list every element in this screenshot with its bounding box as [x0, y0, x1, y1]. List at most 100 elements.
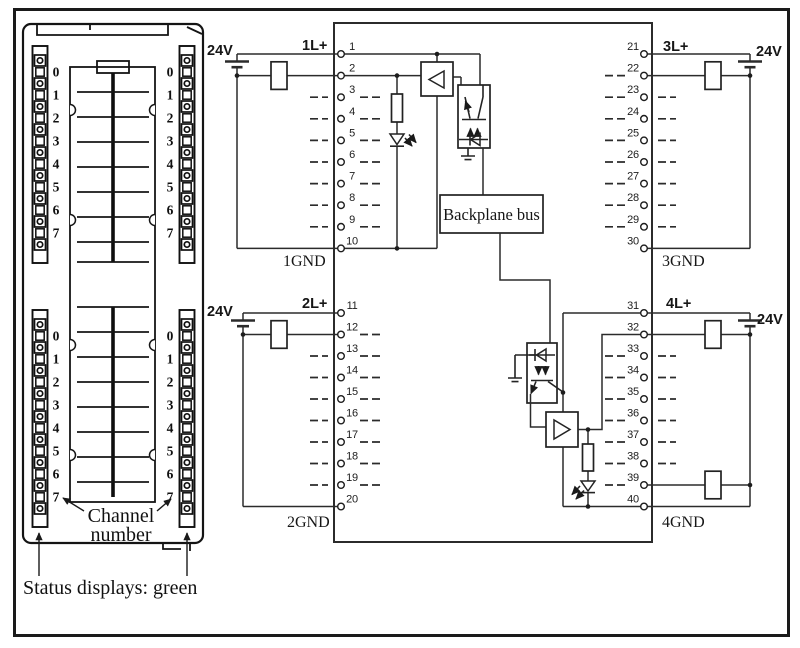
screw-hole-icon [36, 102, 44, 111]
terminal-number: 12 [346, 322, 358, 334]
channel-digit: 1 [53, 88, 60, 103]
channel-digit: 2 [167, 375, 174, 390]
channel-number-caption-line1: Channel [88, 505, 155, 527]
ground-lead [514, 354, 535, 378]
status-led-window [182, 354, 192, 364]
terminal-circle [640, 136, 649, 145]
terminal-columns: 1234567891011121314151617181920212223242… [310, 41, 676, 511]
status-led-window [182, 423, 192, 433]
channel-digit: 7 [167, 490, 174, 505]
gnd-label-1: 1GND [283, 253, 326, 270]
rail-label-3: 3L+ [663, 39, 688, 55]
terminal-circle [337, 157, 346, 166]
channel-number-arrow-right [156, 498, 172, 512]
status-led-window [182, 67, 192, 77]
screw-hole-icon [183, 320, 191, 329]
terminal-circle [337, 50, 346, 59]
phototransistor-icon [462, 85, 486, 121]
terminal-number: 14 [346, 365, 358, 377]
backplane-bus-label: Backplane bus [443, 205, 540, 224]
wire [341, 53, 481, 250]
amplifier-box [545, 411, 579, 448]
status-led-window [182, 182, 192, 192]
terminal-circle [337, 502, 346, 511]
load-box [270, 60, 288, 91]
terminal-number: 9 [349, 214, 355, 226]
channel-digit: 6 [167, 203, 174, 218]
led-light-arrow [407, 133, 417, 144]
supply-label-2: 24V [207, 304, 233, 320]
resistor [390, 93, 404, 123]
terminal-number: 2 [349, 63, 355, 75]
terminal-number: 18 [346, 451, 358, 463]
terminal-circle [640, 330, 649, 339]
backplane-bus: Backplane bus [439, 194, 551, 355]
channel-digit: 5 [53, 180, 60, 195]
screw-hole-icon [183, 366, 191, 375]
channel-digit: 7 [53, 226, 60, 241]
amplifier-box [420, 61, 454, 97]
load-box [704, 319, 722, 350]
mounting-notch [69, 448, 77, 462]
channel-digit: 0 [167, 65, 174, 80]
channel-digit: 0 [53, 329, 60, 344]
module-top-step [36, 24, 169, 36]
led-icon [388, 133, 406, 146]
terminal-circle [337, 244, 346, 253]
status-led-window [182, 159, 192, 169]
screw-hole-icon [183, 125, 191, 134]
terminal-number: 23 [627, 84, 639, 96]
amplifier-triangle-icon [553, 418, 572, 441]
screw-hole-icon [183, 343, 191, 352]
screw-hole-icon [36, 171, 44, 180]
phototransistor-arrow [464, 100, 472, 113]
terminal-circle [337, 330, 346, 339]
channel-digit: 3 [167, 134, 174, 149]
status-led-window [35, 492, 45, 502]
terminal-circle [640, 114, 649, 123]
screw-hole-icon [183, 56, 191, 65]
terminal-circle [640, 481, 649, 490]
mounting-notch [69, 213, 77, 227]
screw-hole-icon [183, 171, 191, 180]
channel-digit: 2 [53, 111, 60, 126]
screw-hole-icon [36, 79, 44, 88]
terminal-number: 10 [346, 235, 358, 247]
terminal-circle [337, 136, 346, 145]
mounting-notch [69, 103, 77, 117]
terminal-circle [640, 459, 649, 468]
status-led-window [35, 354, 45, 364]
terminal-number: 22 [627, 63, 639, 75]
terminal-circle [337, 201, 346, 210]
channel-digit: 5 [167, 180, 174, 195]
terminal-circle [640, 309, 649, 318]
phototransistor-collector [547, 380, 564, 393]
status-led-window [35, 67, 45, 77]
module-outline [21, 22, 205, 545]
mounting-notch [148, 213, 156, 227]
screw-hole-icon [36, 56, 44, 65]
channel-digit: 6 [167, 467, 174, 482]
terminal-number: 4 [349, 106, 355, 118]
terminal-circle [640, 179, 649, 188]
terminal-circle [640, 244, 649, 253]
channel-digit: 5 [167, 444, 174, 459]
terminal-circle [337, 179, 346, 188]
channel-digit: 6 [53, 467, 60, 482]
supply-circuit-1: 24V 1L+ 1GND [207, 38, 341, 270]
terminal-number: 15 [346, 386, 358, 398]
channel-digit: 7 [167, 226, 174, 241]
status-led-window [35, 205, 45, 215]
channel-digit: 5 [53, 444, 60, 459]
wire [529, 394, 546, 428]
module-boundary-box [333, 22, 653, 543]
channel-digit: 0 [167, 329, 174, 344]
terminal-circle [640, 373, 649, 382]
terminal-circle [337, 373, 346, 382]
wire [644, 53, 751, 250]
gnd-label-2: 2GND [287, 514, 330, 531]
channel-digit: 2 [167, 111, 174, 126]
gnd-label-3: 3GND [662, 253, 705, 270]
terminal-number: 21 [627, 41, 639, 53]
